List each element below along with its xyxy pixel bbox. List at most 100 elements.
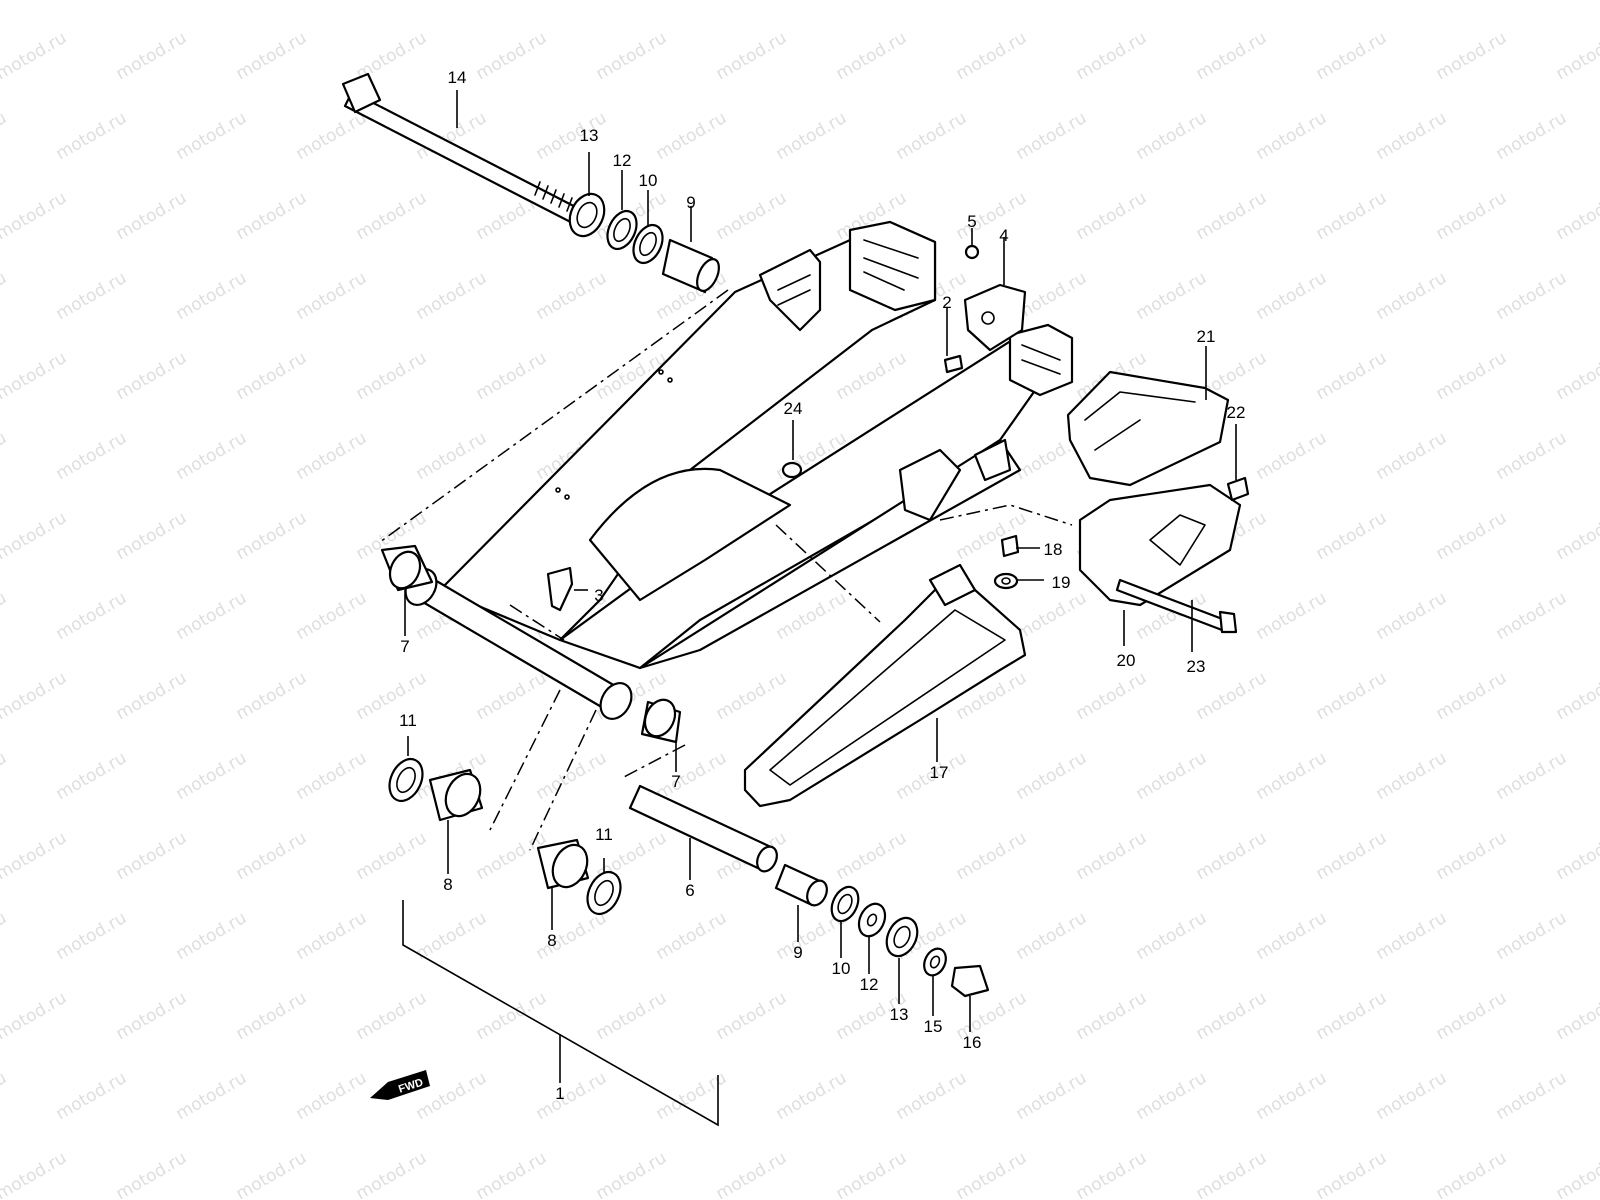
watermark-text: motod.ru — [473, 348, 551, 404]
watermark-text: motod.ru — [413, 428, 491, 484]
watermark-text: motod.ru — [1013, 1068, 1091, 1124]
watermark-text: motod.ru — [53, 908, 131, 964]
watermark-text: motod.ru — [1253, 108, 1331, 164]
watermark-text: motod.ru — [1253, 588, 1331, 644]
watermark-text: motod.ru — [293, 1068, 371, 1124]
watermark-text: motod.ru — [0, 1068, 10, 1124]
callout-7-left: 7 — [400, 637, 409, 656]
watermark-text: motod.ru — [113, 188, 191, 244]
watermark-text: motod.ru — [0, 908, 10, 964]
watermark-text: motod.ru — [113, 348, 191, 404]
watermark-text: motod.ru — [533, 748, 611, 804]
watermark-text: motod.ru — [233, 28, 311, 84]
callout-9-lower: 9 — [793, 943, 802, 962]
watermark-text: motod.ru — [1493, 108, 1571, 164]
watermark-text: motod.ru — [1433, 1148, 1511, 1200]
watermark-text: motod.ru — [1193, 668, 1271, 724]
callout-6: 6 — [685, 881, 694, 900]
watermark-text: motod.ru — [53, 748, 131, 804]
watermark-text: motod.ru — [1133, 1068, 1211, 1124]
watermark-text: motod.ru — [1553, 988, 1600, 1044]
callout-20: 20 — [1117, 651, 1136, 670]
watermark-text: motod.ru — [1313, 1148, 1391, 1200]
watermark-text: motod.ru — [1493, 1068, 1571, 1124]
watermark-text: motod.ru — [1253, 1068, 1331, 1124]
watermark-text: motod.ru — [1553, 188, 1600, 244]
watermark-text: motod.ru — [293, 748, 371, 804]
watermark-text: motod.ru — [1193, 1148, 1271, 1200]
upper-bearing-group — [568, 192, 720, 294]
watermark-text: motod.ru — [713, 988, 791, 1044]
callout-11-left: 11 — [399, 711, 417, 730]
callout-23: 23 — [1187, 657, 1206, 676]
watermark-text: motod.ru — [1313, 988, 1391, 1044]
assembly-centerlines — [379, 289, 1073, 851]
watermark-text: motod.ru — [1313, 828, 1391, 884]
callout-18: 18 — [1044, 540, 1063, 559]
watermark-text: motod.ru — [0, 268, 10, 324]
watermark-text: motod.ru — [653, 748, 731, 804]
chain-guide-assembly — [1066, 370, 1242, 607]
watermark-text: motod.ru — [353, 828, 431, 884]
watermark-text: motod.ru — [0, 748, 10, 804]
watermark-text: motod.ru — [473, 668, 551, 724]
watermark-text: motod.ru — [893, 1068, 971, 1124]
watermark-text: motod.ru — [0, 508, 70, 564]
watermark-text: motod.ru — [0, 28, 70, 84]
watermark-text: motod.ru — [1073, 188, 1151, 244]
callout-10: 10 — [639, 171, 658, 190]
small-hardware — [781, 244, 1250, 634]
watermark-text: motod.ru — [533, 908, 611, 964]
callout-16: 16 — [963, 1033, 982, 1052]
callout-13-lower: 13 — [890, 1005, 909, 1024]
watermark-text: motod.ru — [1073, 988, 1151, 1044]
watermark-text: motod.ru — [173, 268, 251, 324]
watermark-text: motod.ru — [53, 428, 131, 484]
watermark-text: motod.ru — [0, 0, 10, 4]
watermark-text: motod.ru — [533, 268, 611, 324]
watermark-text: motod.ru — [1553, 828, 1600, 884]
callout-2: 2 — [942, 293, 951, 312]
watermark-text: motod.ru — [413, 268, 491, 324]
callout-22: 22 — [1227, 403, 1246, 422]
watermark-text: motod.ru — [713, 28, 791, 84]
watermark-text: motod.ru — [1313, 28, 1391, 84]
callout-3: 3 — [594, 586, 603, 605]
watermark-text: motod.ru — [173, 588, 251, 644]
watermark-text: motod.ru — [173, 0, 251, 4]
callout-8-right: 8 — [547, 931, 556, 950]
watermark-text: motod.ru — [1073, 28, 1151, 84]
watermark-text: motod.ru — [953, 188, 1031, 244]
watermark-text: motod.ru — [1373, 108, 1451, 164]
watermark-text: motod.ru — [893, 108, 971, 164]
watermark-text: motod.ru — [233, 348, 311, 404]
watermark-text: motod.ru — [1553, 508, 1600, 564]
watermark-text: motod.ru — [533, 0, 611, 4]
watermark-text: motod.ru — [1013, 748, 1091, 804]
watermark-text: motod.ru — [1253, 908, 1331, 964]
watermark-text: motod.ru — [0, 428, 10, 484]
watermark-text: motod.ru — [473, 988, 551, 1044]
watermark-text: motod.ru — [413, 908, 491, 964]
watermark-text: motod.ru — [1193, 988, 1271, 1044]
callout-labels: 14 13 12 10 9 5 4 2 21 22 24 18 19 3 7 2… — [399, 68, 1245, 1103]
watermark-text: motod.ru — [1133, 0, 1211, 4]
watermark-text: motod.ru — [1493, 0, 1571, 4]
watermark-text: motod.ru — [413, 0, 491, 4]
watermark-text: motod.ru — [1253, 428, 1331, 484]
watermark-text: motod.ru — [0, 828, 70, 884]
watermark-text: motod.ru — [353, 668, 431, 724]
pivot-shaft — [341, 72, 599, 234]
watermark-text: motod.ru — [113, 668, 191, 724]
watermark-text: motod.ru — [53, 268, 131, 324]
watermark-text: motod.ru — [173, 428, 251, 484]
callout-13: 13 — [580, 126, 599, 145]
watermark-text: motod.ru — [1073, 828, 1151, 884]
callout-24: 24 — [784, 399, 803, 418]
watermark-text: motod.ru — [1073, 668, 1151, 724]
watermark-text: motod.ru — [1433, 28, 1511, 84]
watermark-text: motod.ru — [1013, 908, 1091, 964]
watermark-text: motod.ru — [1553, 1148, 1600, 1200]
watermark-text: motod.ru — [953, 28, 1031, 84]
chain-buffer — [743, 563, 1027, 808]
